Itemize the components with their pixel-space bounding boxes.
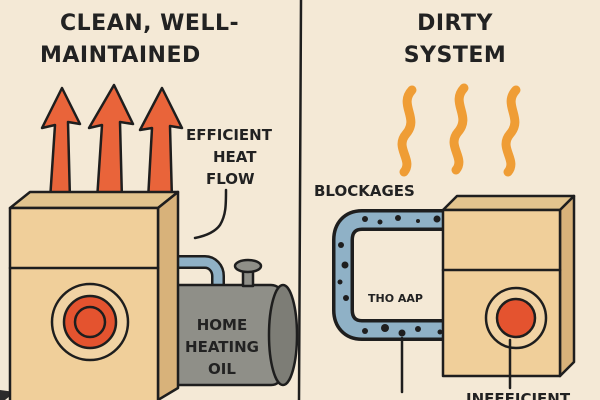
furnace-icon [441, 194, 576, 378]
oil-tank-icon: HOME HEATING OIL [156, 258, 299, 387]
heat-arrow-icon [40, 86, 82, 202]
wavy-heat-icon [397, 85, 417, 177]
left-title-line2: MAINTAINED [40, 43, 201, 68]
left-panel: CLEAN, WELL- MAINTAINED EFFICIENT HEAT F… [0, 11, 299, 400]
callout-line1: EFFICIENT [186, 126, 273, 144]
tank-label-line1: HOME [197, 316, 247, 334]
callout-line3: FLOW [206, 170, 255, 188]
furnace-icon [0, 190, 180, 400]
bottom-label: INEFFICIENT [466, 390, 571, 400]
callout-line2: HEAT [213, 148, 257, 166]
right-title-line1: DIRTY [417, 11, 493, 36]
panel-divider [297, 0, 303, 400]
burner-icon [50, 282, 130, 362]
left-title-line1: CLEAN, WELL- [60, 11, 239, 36]
right-title-line2: SYSTEM [404, 43, 507, 68]
heat-arrow-icon [87, 83, 135, 202]
tank-label-line3: OIL [208, 360, 236, 378]
tank-label-line2: HEATING [185, 338, 259, 356]
wavy-heat-icon [501, 85, 521, 177]
right-panel: DIRTY SYSTEM BLOCKAGES THO AAP [314, 11, 576, 400]
heat-arrow-icon [138, 86, 184, 202]
burner-icon [484, 286, 548, 350]
pipe [153, 257, 223, 297]
wavy-heat [397, 83, 521, 177]
pipe-label: THO AAP [368, 292, 423, 305]
callout-line [193, 188, 228, 240]
blockage-label: BLOCKAGES [314, 182, 415, 200]
heat-arrows [40, 83, 184, 202]
wavy-heat-icon [449, 83, 469, 175]
